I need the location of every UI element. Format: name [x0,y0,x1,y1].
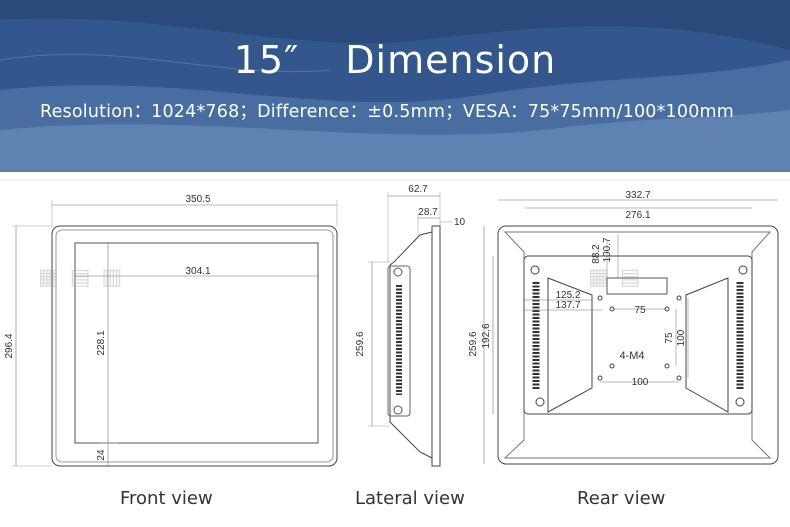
spec-line: Resolution：1024*768；Difference：±0.5mm；VE… [40,102,735,122]
lateral-body-depth: 28.7 [418,207,438,218]
title-text: Dimension [345,38,557,82]
rear-outer-frame [497,225,779,465]
rear-inner-height: 192.6 [481,323,492,348]
rear-dim-137: 137.7 [555,300,580,311]
header-banner: 15″ Dimension Resolution：1024*768；Differe… [0,0,790,172]
rear-housing [523,255,753,415]
front-inner-width: 304.1 [185,266,210,277]
lateral-bezel-depth: 10 [454,217,466,228]
rear-dim-125: 125.2 [555,290,580,301]
rear-right-rib [685,277,729,413]
title-size: 15″ [233,38,300,82]
rear-vesa-100-h: 100 [632,377,649,388]
rear-dim-88: 88.2 [591,244,602,264]
rear-inner-width: 276.1 [625,210,650,221]
rear-outer-width: 332.7 [625,190,650,201]
front-bottom-border: 24 [96,449,107,461]
lateral-mount [387,265,411,417]
rear-left-rib [547,277,593,413]
rear-vesa-75-h: 75 [634,305,646,316]
lateral-body [389,231,433,459]
banner-background [0,0,790,172]
rear-vesa-100-v: 100 [676,329,687,346]
front-outer-width: 350.5 [185,194,210,205]
lateral-view-caption: Lateral view [355,488,465,509]
rear-outer-height: 259.6 [468,331,479,356]
front-outer-frame [51,225,338,467]
rear-port-panel [606,277,668,295]
rear-vesa-75-v: 75 [664,332,675,344]
lateral-height: 259.6 [355,331,366,356]
lateral-total-depth: 62.7 [408,184,428,195]
front-display-area [74,242,319,444]
front-inner-height: 228.1 [96,330,107,355]
front-outer-height: 296.4 [4,333,15,358]
lateral-bezel [431,225,441,467]
rear-dim-100: 100.7 [602,237,613,262]
watermark-logo: ▦ ▤ ▥ [38,265,125,290]
page-title: 15″ Dimension [0,38,790,82]
front-view [12,200,338,467]
front-bezel [55,229,334,463]
front-view-caption: Front view [120,488,213,509]
dimension-drawing: 350.5 304.1 296.4 228.1 24 62.7 28.7 10 … [0,179,790,467]
watermark-logo-2: ▦ ▤ [588,265,643,290]
rear-view [483,199,779,465]
rear-screw-spec: 4-M4 [619,350,644,362]
rear-view-caption: Rear view [577,488,666,509]
lateral-view [368,192,452,467]
